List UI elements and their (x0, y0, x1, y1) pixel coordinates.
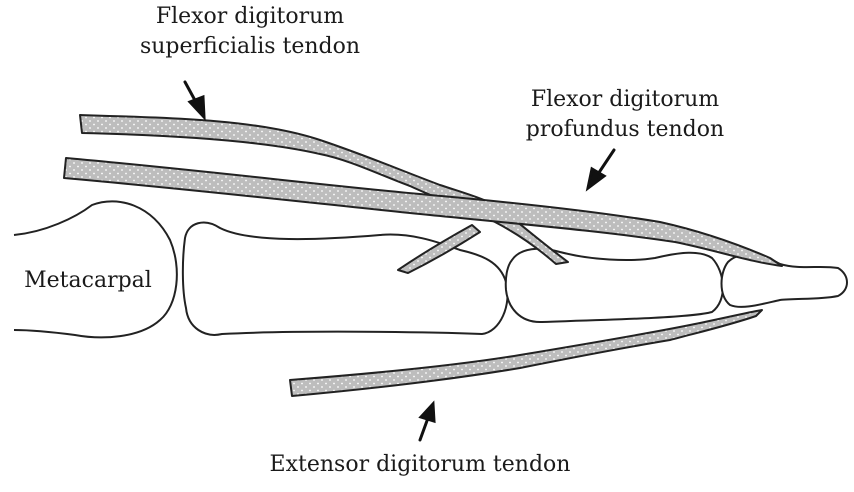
fds-arrow-head (190, 97, 204, 117)
fdp-arrow-shaft (598, 150, 614, 174)
distal-phalanx (722, 255, 848, 307)
extensor-arrow-head (421, 404, 434, 421)
fdp-arrow-head (588, 169, 604, 188)
fds-label: Flexor digitorum superficialis tendon (120, 2, 380, 62)
extensor-label: Extensor digitorum tendon (240, 450, 600, 480)
fdp-label-line-1: Flexor digitorum (505, 85, 745, 115)
fdp-label: Flexor digitorum profundus tendon (505, 85, 745, 145)
fdp-label-line-2: profundus tendon (505, 115, 745, 145)
extensor-arrow-shaft (420, 418, 428, 440)
fds-label-line-2: superficialis tendon (120, 32, 380, 62)
middle-phalanx (506, 249, 723, 322)
metacarpal-label: Metacarpal (18, 266, 158, 296)
fds-label-line-1: Flexor digitorum (120, 2, 380, 32)
